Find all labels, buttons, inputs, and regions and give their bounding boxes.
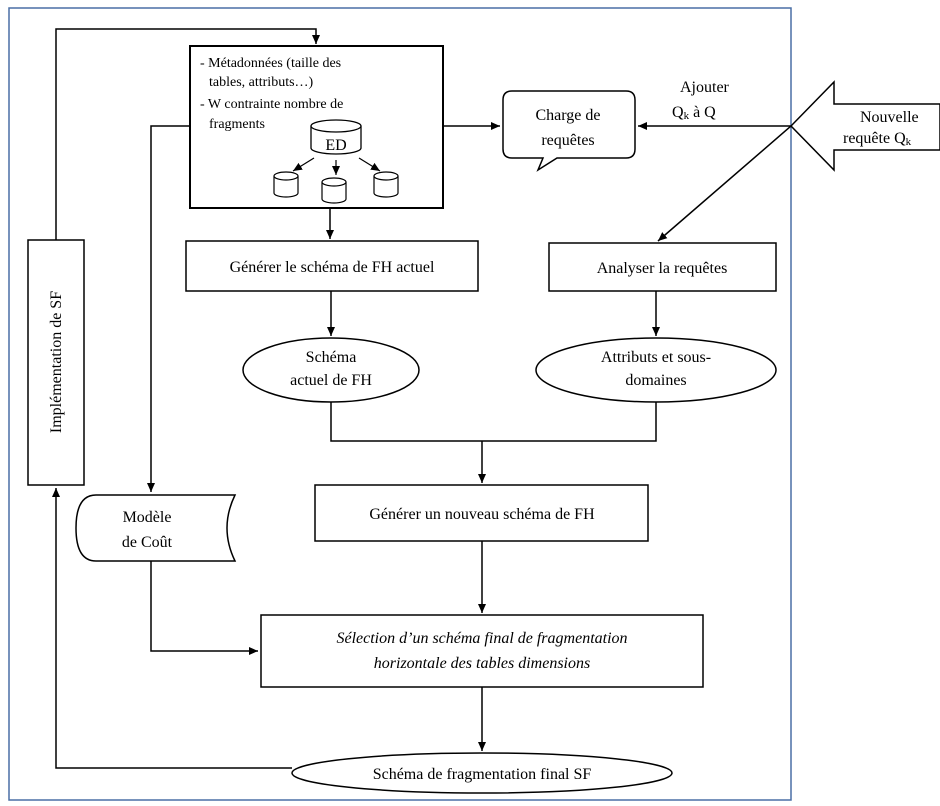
generer-nouveau-box <box>314 484 649 542</box>
implementation-box <box>27 239 85 486</box>
analyser-box <box>548 242 777 292</box>
selection-box <box>260 614 704 688</box>
nouvelle-line-2: requête Qk <box>843 130 912 148</box>
metadata-box: - Métadonnées (taille des tables, attrib… <box>189 45 444 209</box>
ajouter-label-1: Ajouter <box>680 79 730 96</box>
analyser-label: Analyser la requêtes <box>597 260 728 277</box>
outer-frame <box>8 7 792 801</box>
nouvelle-requete-arrow <box>789 80 940 172</box>
generer-actuel-label: Générer le schéma de FH actuel <box>230 259 435 276</box>
fragment-db-icon <box>373 171 399 198</box>
connectors <box>52 28 792 769</box>
fragment-db-icon <box>321 177 347 204</box>
charge-requetes-bubble <box>502 90 636 172</box>
attributs-line-2: domaines <box>625 372 686 389</box>
nouvelle-line-1: Nouvelle <box>860 109 919 126</box>
schema-final-ellipse <box>291 752 673 794</box>
schema-actuel-ellipse <box>242 337 420 403</box>
generer-nouveau-label: Générer un nouveau schéma de FH <box>369 506 595 523</box>
schema-actuel-line-2: actuel de FH <box>290 372 372 389</box>
ajouter-label-2: Qk à Q <box>672 104 716 122</box>
charge-line-2: requêtes <box>541 132 594 149</box>
attributs-line-1: Attributs et sous- <box>601 349 711 366</box>
selection-line-1: Sélection d’un schéma final de fragmenta… <box>336 630 627 647</box>
attributs-ellipse <box>535 337 777 403</box>
metadata-line-3: - W contrainte nombre de <box>200 97 343 112</box>
charge-line-1: Charge de <box>535 107 600 124</box>
schema-final-label: Schéma de fragmentation final SF <box>373 766 592 783</box>
implementation-label: Implémentation de SF <box>48 291 65 433</box>
selection-line-2: horizontale des tables dimensions <box>374 655 590 672</box>
modele-cout-shape <box>75 494 237 562</box>
metadata-line-2: tables, attributs…) <box>209 75 314 90</box>
ed-label: ED <box>325 137 346 154</box>
ed-database-icon <box>310 119 362 155</box>
metadata-line-1: - Métadonnées (taille des <box>200 56 341 71</box>
schema-actuel-line-1: Schéma <box>306 349 357 366</box>
fragment-db-icon <box>273 171 299 198</box>
metadata-line-4: fragments <box>209 117 265 132</box>
modele-line-2: de Coût <box>122 534 173 551</box>
modele-line-1: Modèle <box>123 509 172 526</box>
generer-actuel-box <box>185 240 479 292</box>
